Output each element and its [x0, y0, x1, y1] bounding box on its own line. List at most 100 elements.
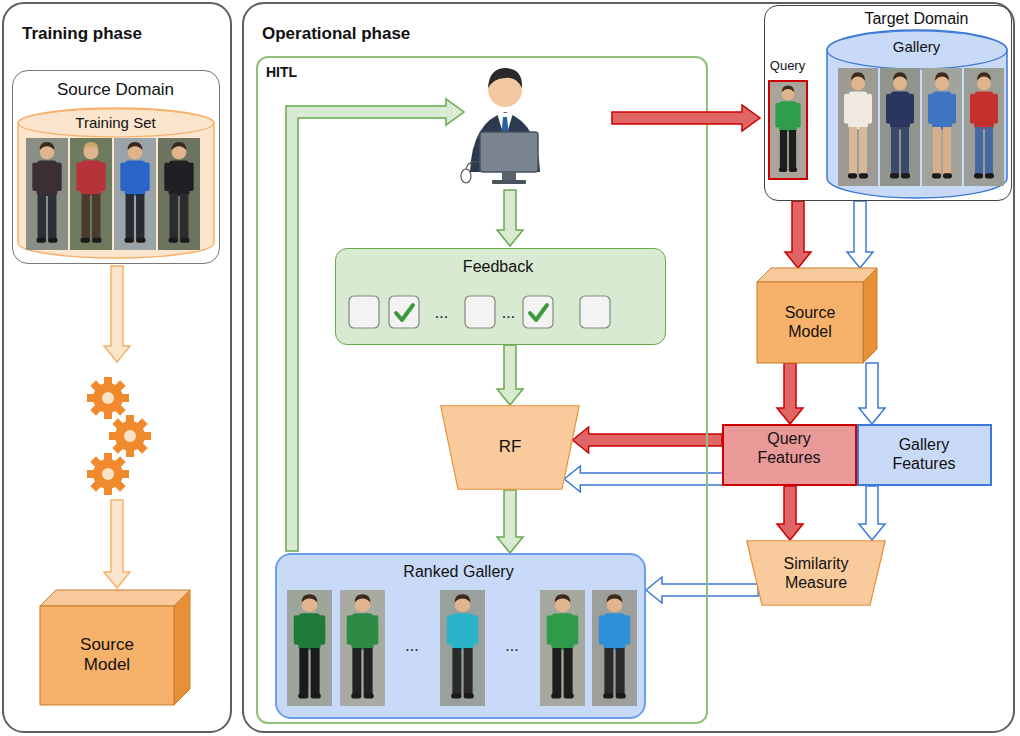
training-set-band-label: Training Set	[17, 114, 215, 132]
check-mark	[396, 305, 413, 320]
pedestrian-photo	[770, 82, 806, 178]
gear-body	[115, 421, 145, 451]
computer-mouse	[461, 169, 471, 183]
gear-tooth	[90, 480, 102, 492]
operator-icon	[461, 68, 540, 184]
rf-trapezoid-label: RF	[460, 437, 560, 457]
model-box: Source Model	[40, 590, 190, 705]
gear-icon	[87, 377, 129, 419]
feedback-box-label: ...	[495, 303, 523, 322]
query-box-label: Query	[766, 58, 810, 74]
gear-tooth	[126, 448, 134, 457]
gear-tooth	[114, 480, 126, 492]
hitl-box: HITL Feedback...... RF Ranked Gallery......	[256, 56, 708, 724]
rf-trapezoid: RF	[440, 405, 580, 490]
flow-arrow	[497, 190, 523, 246]
flow-arrow	[646, 577, 758, 603]
pedestrian-photo	[287, 590, 332, 706]
pedestrian-photo	[26, 138, 68, 250]
query-box: Query	[768, 80, 808, 180]
gear-tooth	[87, 470, 96, 478]
feedback-checkbox	[523, 296, 553, 328]
pedestrian-photo	[70, 138, 112, 250]
flow-arrow	[859, 363, 885, 424]
phase-panel: Training phaseSource DomainTraining SetS…	[2, 2, 232, 733]
gear-icon	[87, 453, 129, 495]
feedback-box-label: Feedback	[335, 257, 662, 276]
gear-tooth	[126, 415, 134, 424]
ranked-gallery-box-label: ...	[392, 636, 432, 655]
gear-tooth	[120, 394, 129, 402]
flow-arrow	[847, 201, 873, 268]
gear-tooth	[90, 456, 102, 468]
operator-suit	[470, 112, 540, 172]
gallery-features-box-label: Gallery Features	[879, 435, 969, 473]
similarity-trapezoid-label: Similarity Measure	[766, 554, 866, 592]
similarity-trapezoid: Similarity Measure	[746, 540, 886, 606]
box-side-face	[863, 268, 877, 363]
gear-tooth	[120, 470, 129, 478]
band-rim	[18, 109, 214, 137]
gear-tooth	[90, 380, 102, 392]
gear-body	[93, 459, 123, 489]
feedback-checkbox	[465, 296, 495, 328]
gear-hole	[124, 430, 136, 442]
pedestrian-photo	[440, 590, 485, 706]
flow-arrow	[104, 266, 130, 362]
gear-tooth	[136, 418, 148, 430]
band-rim	[827, 31, 1007, 69]
similarity-trapezoid-outline	[746, 540, 886, 606]
gear-tooth	[104, 486, 112, 495]
feedback-box-label: ...	[419, 303, 465, 322]
check-mark	[530, 305, 547, 320]
gear-tooth	[114, 404, 126, 416]
pedestrian-photo	[880, 68, 920, 186]
pedestrian-photo	[592, 590, 637, 706]
pedestrian-photo	[540, 590, 585, 706]
gear-tooth	[112, 418, 124, 430]
gear-tooth	[109, 432, 118, 440]
operator-tie	[501, 117, 509, 142]
phase-panel-label: Training phase	[22, 24, 212, 44]
gear-tooth	[114, 380, 126, 392]
pedestrian-photo	[114, 138, 156, 250]
flow-arrow	[497, 490, 523, 553]
box-front-face	[757, 282, 863, 363]
hitl-box-label: HITL	[266, 64, 336, 81]
flow-arrow	[859, 486, 885, 540]
feedback-loop-arrow	[286, 99, 464, 551]
gear-tooth	[136, 442, 148, 454]
box-side-face	[174, 590, 190, 705]
box-top-face	[757, 268, 877, 282]
box-front-face	[40, 606, 174, 705]
flow-arrow	[497, 345, 523, 405]
gear-icon	[109, 415, 151, 457]
gear-tooth	[112, 442, 124, 454]
domain-box-label: Source Domain	[12, 80, 220, 100]
computer-monitor	[480, 132, 538, 172]
domain-box-label: Target Domain	[832, 9, 1002, 28]
ranked-gallery-box-label: Ranked Gallery	[275, 562, 642, 581]
model-box-label: Source Model	[770, 303, 850, 341]
training-set-band: Training Set	[17, 108, 215, 258]
monitor-stand	[502, 172, 516, 180]
gear-tooth	[104, 453, 112, 462]
pedestrian-photo	[158, 138, 200, 250]
phase-panel-label: Operational phase	[262, 24, 522, 44]
pedestrian-photo	[340, 590, 385, 706]
query-features-box: Query Features	[722, 424, 857, 486]
phase-panel: Operational phaseHITL Feedback...... RF Ran…	[242, 2, 1015, 733]
feedback-checkbox	[580, 296, 610, 328]
gear-tooth	[104, 410, 112, 419]
feedback-checkbox	[389, 296, 419, 328]
gear-hole	[102, 468, 114, 480]
mouse-cord	[466, 162, 480, 169]
feedback-checkbox	[349, 296, 379, 328]
flow-arrow	[777, 363, 803, 424]
pedestrian-photo	[838, 68, 878, 186]
model-box-label: Source Model	[67, 635, 147, 676]
ranked-gallery-box-label: ...	[492, 636, 532, 655]
operator-hair	[488, 68, 522, 88]
feedback-box: Feedback......	[335, 248, 666, 345]
